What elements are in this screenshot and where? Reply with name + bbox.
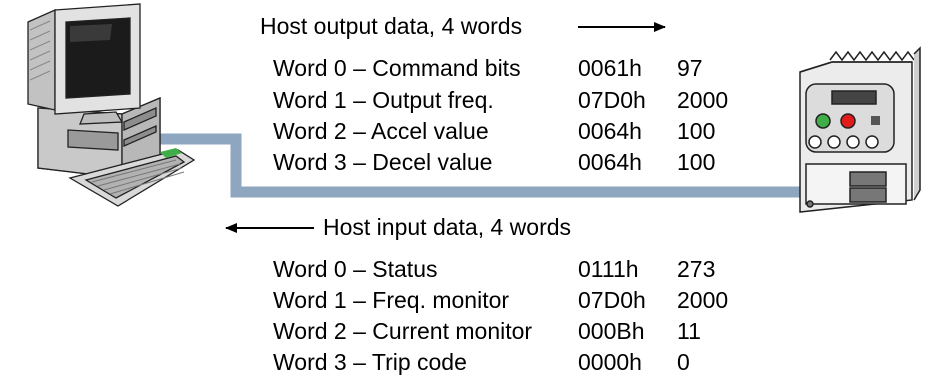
input-row-dec: 2000 bbox=[677, 287, 729, 313]
output-row-hex: 07D0h bbox=[578, 87, 646, 113]
input-row-label: Word 1 – Freq. monitor bbox=[273, 287, 510, 313]
input-heading: Host input data, 4 words bbox=[323, 214, 572, 240]
inverter-drive-icon bbox=[799, 46, 921, 213]
input-row-label: Word 3 – Trip code bbox=[273, 349, 467, 375]
input-row-dec: 0 bbox=[677, 349, 690, 375]
output-row-hex: 0061h bbox=[578, 55, 642, 81]
host-computer-icon bbox=[27, 3, 196, 207]
output-row-dec: 100 bbox=[677, 118, 716, 144]
input-row-hex: 07D0h bbox=[578, 287, 646, 313]
output-row-dec: 97 bbox=[677, 55, 703, 81]
input-row-label: Word 0 – Status bbox=[273, 256, 438, 282]
input-row-dec: 11 bbox=[677, 318, 701, 344]
output-row-label: Word 3 – Decel value bbox=[273, 149, 493, 175]
output-heading: Host output data, 4 words bbox=[260, 13, 523, 39]
input-row-hex: 0000h bbox=[578, 349, 642, 375]
input-row-hex: 0111h bbox=[578, 256, 639, 282]
output-row-label: Word 2 – Accel value bbox=[273, 118, 489, 144]
input-row-dec: 273 bbox=[677, 256, 716, 282]
output-row-dec: 100 bbox=[677, 149, 716, 175]
output-row-label: Word 0 – Command bits bbox=[273, 55, 521, 81]
output-row-hex: 0064h bbox=[578, 118, 642, 144]
network-cable bbox=[150, 133, 860, 198]
output-row-dec: 2000 bbox=[677, 87, 729, 113]
input-row-label: Word 2 – Current monitor bbox=[273, 318, 533, 344]
input-row-hex: 000Bh bbox=[578, 318, 645, 344]
output-row-label: Word 1 – Output freq. bbox=[273, 87, 494, 113]
output-row-hex: 0064h bbox=[578, 149, 642, 175]
